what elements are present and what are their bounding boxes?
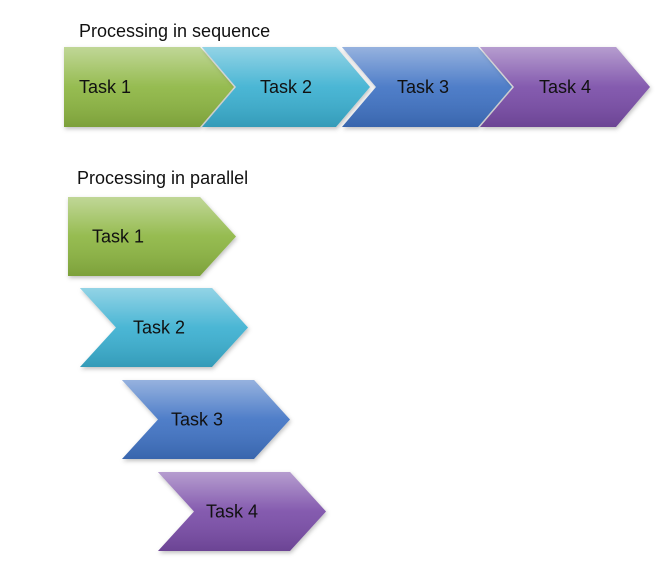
parallel-task-4: Task 4 <box>158 472 326 551</box>
parallel-task-1-label: Task 1 <box>92 227 144 247</box>
sequence-task-4-gloss <box>480 47 650 127</box>
parallel-task-4-gloss <box>158 472 326 551</box>
sequence-task-3-gloss <box>342 47 512 127</box>
sequence-task-2: Task 2 <box>202 47 370 127</box>
parallel-task-1: Task 1 <box>68 197 236 276</box>
parallel-task-4-label: Task 4 <box>206 502 258 522</box>
sequence-task-1-label: Task 1 <box>79 77 131 97</box>
sequence-task-2-label: Task 2 <box>260 77 312 97</box>
sequence-task-4: Task 4 <box>480 47 650 127</box>
sequence-task-1-gloss <box>64 47 234 127</box>
sequence-task-3: Task 3 <box>342 47 512 127</box>
sequence-task-2-gloss <box>202 47 370 127</box>
parallel-task-3-label: Task 3 <box>171 410 223 430</box>
parallel-task-3-gloss <box>122 380 290 459</box>
parallel-task-2-gloss <box>80 288 248 367</box>
parallel-task-2-label: Task 2 <box>133 318 185 338</box>
sequence-row: Task 1 Task 2 Task 3 Task 4 <box>64 47 650 127</box>
sequence-task-3-label: Task 3 <box>397 77 449 97</box>
parallel-task-3: Task 3 <box>122 380 290 459</box>
sequence-task-1: Task 1 <box>64 47 234 127</box>
sequence-title: Processing in sequence <box>79 21 271 41</box>
parallel-stack: Task 1 Task 2 Task 3 Task 4 <box>68 197 326 551</box>
sequence-task-4-label: Task 4 <box>539 77 591 97</box>
parallel-title: Processing in parallel <box>77 168 249 188</box>
parallel-task-2: Task 2 <box>80 288 248 367</box>
parallel-task-1-gloss <box>68 197 236 276</box>
